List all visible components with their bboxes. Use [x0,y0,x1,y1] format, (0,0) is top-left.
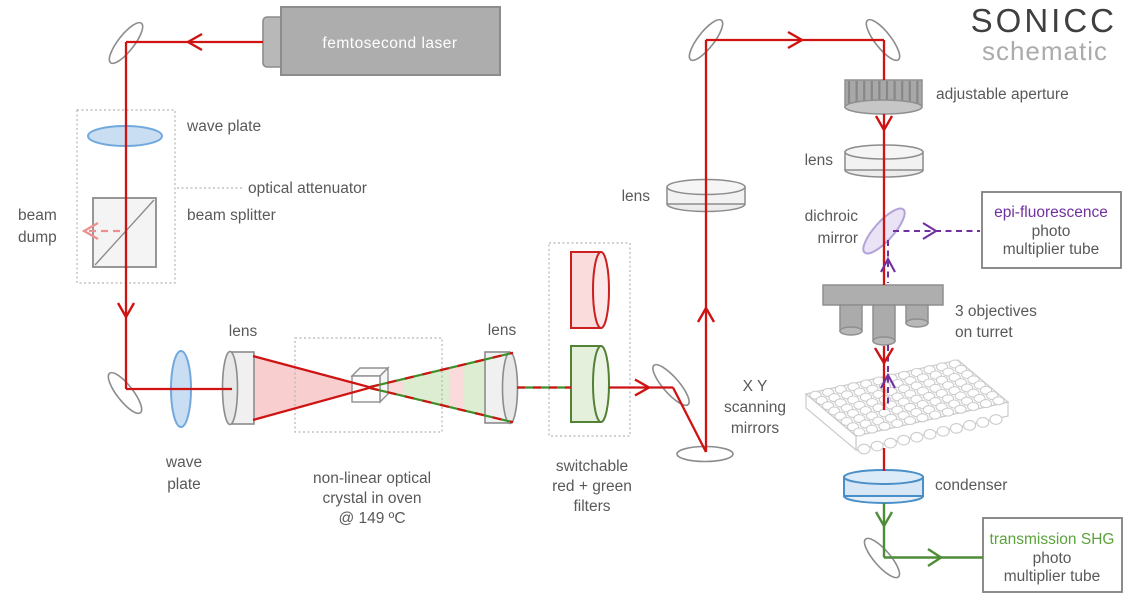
trans-pmt-label-2: photo [1033,550,1072,567]
trans-pmt-label-1: transmission SHG [990,531,1115,548]
objectives-label-2: on turret [955,324,1013,341]
arrow-down-aperture [874,115,894,133]
arrow-up-epi-1 [880,256,896,273]
arrow-right-epi [922,222,939,240]
converging-red-cone [253,356,370,420]
objective-turret [822,284,944,346]
red-beam [124,38,886,471]
filters-label-3: filters [573,498,610,515]
green-arrows [874,511,944,568]
wave-plate-bottom-label-1: wave [165,454,202,471]
page-subtitle: schematic [982,36,1108,66]
arrow-down-attenuator [116,302,136,320]
arrow-down-condenser [874,511,894,529]
arrow-left-beam-dump [81,222,99,240]
filters-label-2: red + green [552,478,632,495]
aperture-label: adjustable aperture [936,86,1069,103]
laser-body [280,6,501,76]
xy-mirrors-label-2: scanning [724,399,786,416]
condenser-label: condenser [935,477,1007,494]
oven-label-1: non-linear optical [313,470,431,487]
optical-attenuator-label: optical attenuator [248,180,367,197]
beam-dump-label-1: beam [18,207,57,224]
mirror-bottom-right [863,537,901,579]
wave-plate-top-label: wave plate [186,118,261,135]
well-plate [804,359,1010,455]
red-green-dashed-beam [369,351,571,424]
xy-mirrors-label-3: mirrors [731,420,779,437]
beams [81,30,983,568]
filter-red [570,251,610,329]
condenser [843,469,924,504]
purple-arrows [880,222,939,389]
dichroic-label-2: mirror [818,230,858,247]
epi-pmt-label-1: epi-fluorescence [994,204,1108,221]
wave-plate-bottom-label-2: plate [167,476,201,493]
xy-mirrors-label-1: X Y [743,378,768,395]
page-title: SONICC [971,2,1117,39]
transmission-pmt-box [982,517,1123,593]
oven-label-2: crystal in oven [322,490,421,507]
arrow-right-filters [634,378,652,397]
beam-splitter-cube [92,197,157,268]
arrow-right-shg [927,547,944,568]
oven-label-3: @ 149 ºC [338,510,405,527]
labels: femtosecond laser wave plate optical att… [18,2,1117,585]
red-arrows [116,30,895,397]
arrow-right-top [787,30,805,50]
arrow-down-objective [873,347,895,366]
femtosecond-laser [262,6,501,76]
adjustable-aperture [844,79,923,115]
green-beam [882,503,983,559]
arrow-up-epi-2 [880,372,896,389]
arrow-up-scan [696,305,716,323]
objective-middle [872,304,896,342]
laser-label: femtosecond laser [322,35,457,52]
trans-pmt-label-3: multiplier tube [1004,568,1101,585]
epi-pmt-label-2: photo [1032,223,1071,240]
plate-scallops [857,414,1003,455]
arrow-left-laser [185,32,203,52]
beam-dump-label-2: dump [18,229,57,246]
lens-collect-label: lens [488,322,517,339]
filters-label-1: switchable [556,458,628,475]
filters-box [548,242,631,437]
filter-green [570,345,610,423]
xy-mirror-1 [652,363,690,407]
lens-tube-label: lens [805,152,834,169]
epi-pmt-box [981,191,1122,269]
epi-pmt-label-3: multiplier tube [1003,241,1100,258]
dichroic-label-1: dichroic [805,208,859,225]
oven-box [294,337,443,433]
lens-collect [484,351,519,425]
beam-splitter-label: beam splitter [187,207,276,224]
lens-scan-label: lens [622,188,651,205]
objectives-label-1: 3 objectives [955,303,1037,320]
lens-focus-label: lens [229,323,258,340]
